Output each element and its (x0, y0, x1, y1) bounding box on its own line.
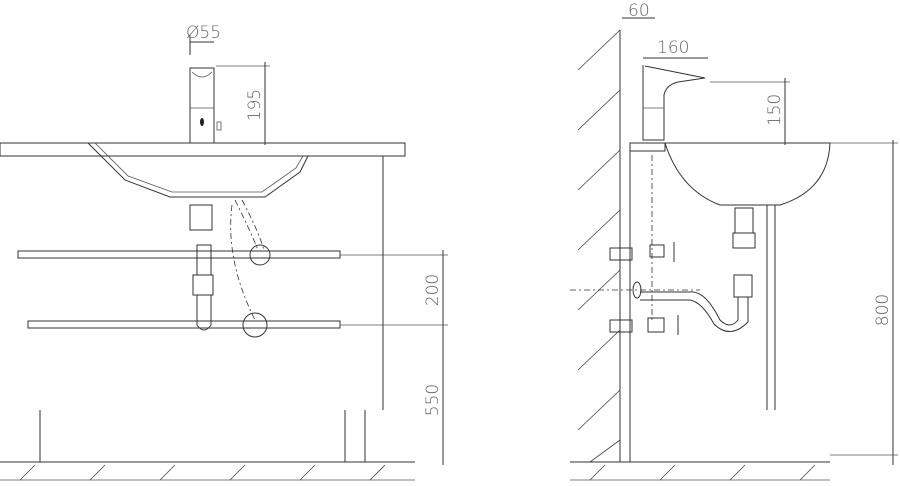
sensor-icon (200, 118, 204, 126)
side-view: 60 160 150 800 (570, 1, 898, 481)
dim-faucet-height: 195 (245, 89, 265, 121)
dim-spout-height: 150 (765, 94, 785, 126)
basin-outline (87, 142, 309, 198)
lower-valve (242, 312, 268, 338)
upper-pipe (17, 250, 341, 259)
faucet-side (642, 65, 706, 141)
dim-lower-pipe-height: 550 (423, 384, 443, 416)
dim-counter-height: 800 (873, 294, 893, 326)
dim-wall-offset: 60 (628, 1, 650, 21)
upper-valve (249, 244, 271, 266)
lower-pipe (27, 320, 341, 329)
countertop (0, 142, 406, 157)
basin-side (664, 142, 831, 206)
dim-pipe-spacing: 200 (423, 274, 443, 306)
faucet (189, 67, 222, 144)
front-view: Ø55 195 200 550 (0, 23, 448, 481)
dim-faucet-diameter: Ø55 (186, 23, 221, 43)
dim-spout-reach: 160 (657, 38, 689, 58)
